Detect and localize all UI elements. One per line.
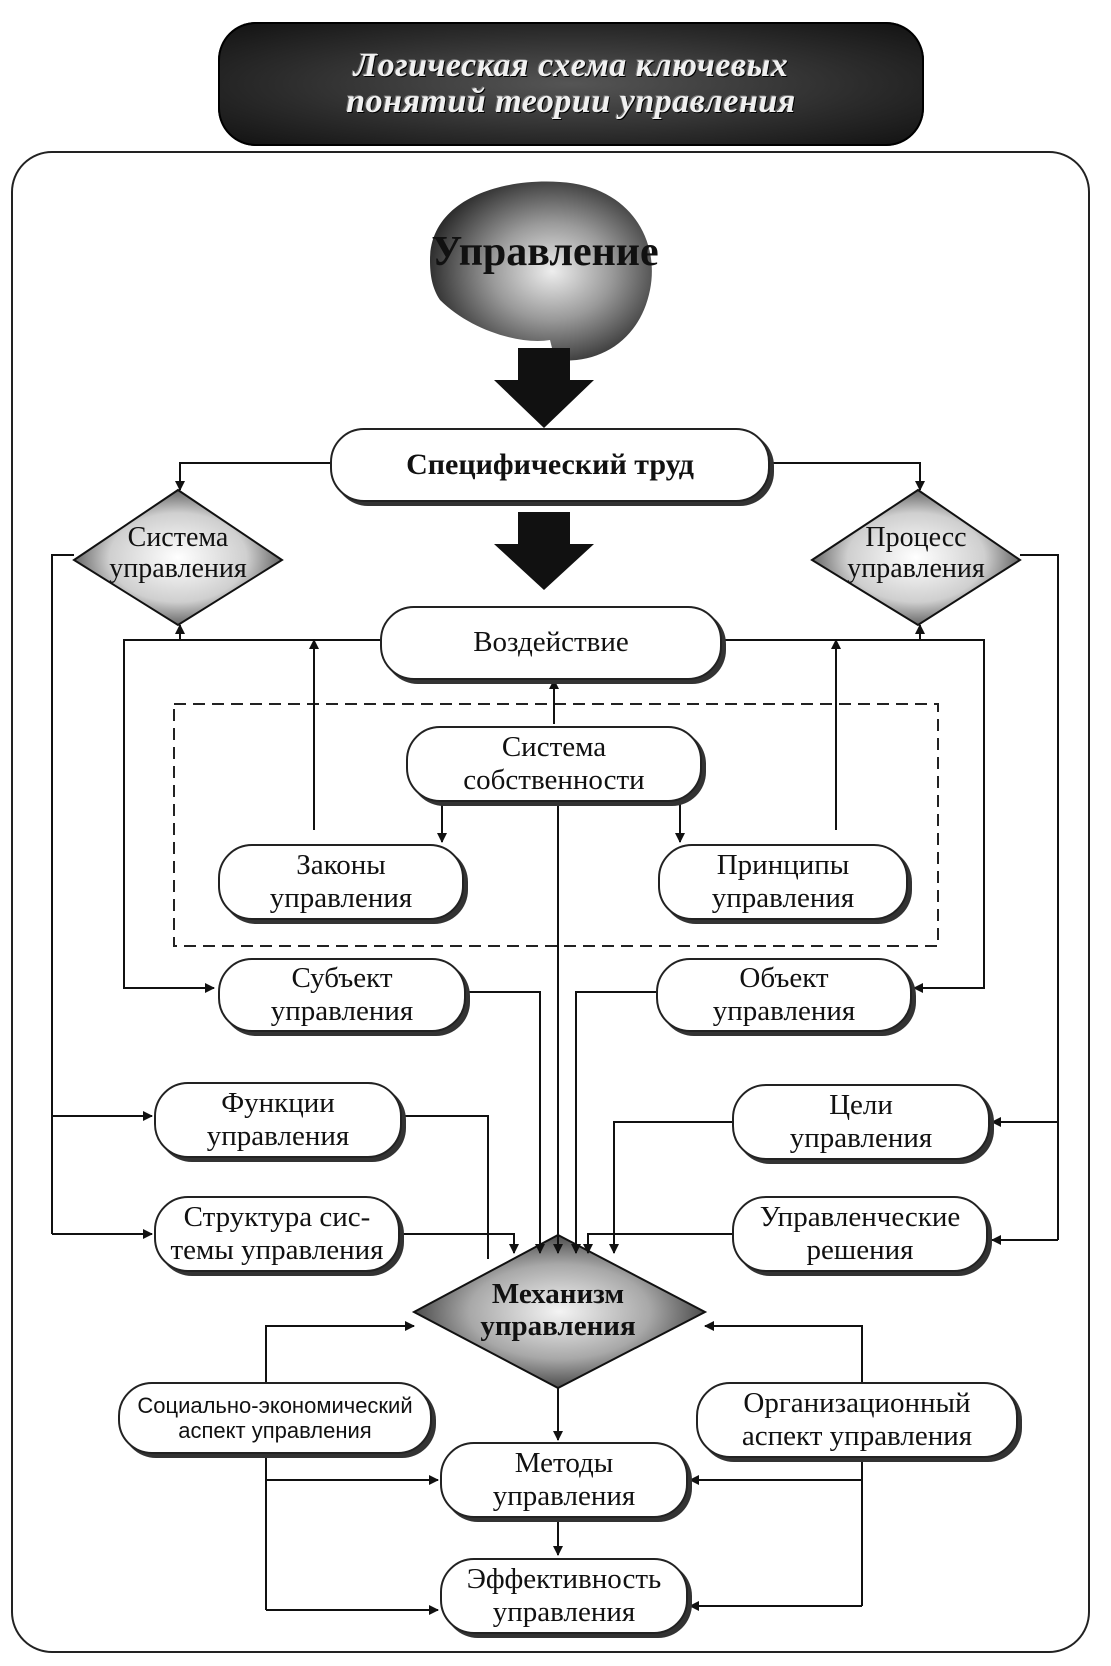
line-structure-to-mechanism (400, 1233, 519, 1254)
structure-node: Структура сис- темы управления (154, 1196, 400, 1272)
laws-node: Законы управления (218, 844, 464, 920)
subject-node: Субъект управления (218, 958, 466, 1032)
org-line-2: аспект управления (741, 1420, 973, 1452)
decisions-line-1: Управленческие (759, 1200, 961, 1233)
control-process-line-1: Процесс (865, 522, 967, 553)
mechanism-label: Механизм управления (444, 1278, 672, 1343)
dashed-region (173, 703, 939, 947)
control-process-label: Процесс управления (826, 522, 1006, 585)
line-system-spine (51, 554, 74, 1234)
line-subject-to-mechanism (466, 991, 545, 1254)
decisions-node: Управленческие решения (732, 1196, 988, 1272)
decisions-line-2: решения (806, 1234, 914, 1266)
efficiency-line-1: Эффективность (466, 1562, 662, 1595)
laws-line-2: управления (269, 882, 413, 914)
line-impact-left (123, 639, 380, 993)
line-process-spine (1020, 554, 1059, 1240)
org-line-1: Организационный (743, 1386, 971, 1419)
impact-node: Воздействие (380, 606, 722, 680)
principles-line-1: Принципы (716, 848, 850, 881)
socio-line-1: Социально-экономический (137, 1392, 413, 1418)
object-line-2: управления (712, 995, 856, 1027)
subject-line-2: управления (270, 995, 414, 1027)
functions-line-2: управления (206, 1120, 350, 1152)
functions-node: Функции управления (154, 1082, 402, 1158)
outer-frame (11, 151, 1090, 1653)
main-concept-blob (430, 181, 652, 361)
control-process-line-2: управления (847, 553, 985, 585)
socio-line-2: аспект управления (178, 1418, 372, 1443)
efficiency-node: Эффективность управления (440, 1558, 688, 1634)
line-socio-to-mechanism (265, 1321, 415, 1382)
ownership-line-2: собственности (463, 764, 645, 796)
line-decisions-to-mechanism (583, 1233, 732, 1254)
methods-line-2: управления (492, 1480, 636, 1512)
line-impact-right (722, 639, 985, 993)
ownership-line-1: Система (501, 730, 607, 763)
title-line-1: Логическая схема ключевых (353, 47, 789, 85)
ownership-system-node: Система собственности (406, 726, 702, 802)
specific-labor-node: Специфический труд (330, 428, 770, 502)
mechanism-line-2: управления (480, 1310, 636, 1343)
down-arrow-1 (494, 348, 594, 428)
principles-node: Принципы управления (658, 844, 908, 920)
line-org-to-mechanism (704, 1321, 863, 1386)
organizational-node: Организационный аспект управления (696, 1382, 1018, 1458)
control-system-label: Система управления (88, 522, 268, 585)
line-goals-to-mechanism (609, 1121, 732, 1254)
title-line-2: понятий теории управления (346, 83, 796, 120)
down-arrow-2 (494, 512, 594, 590)
mechanism-line-1: Механизм (491, 1278, 625, 1310)
functions-line-1: Функции (221, 1086, 335, 1119)
object-node: Объект управления (656, 958, 912, 1032)
line-object-to-mechanism (571, 991, 656, 1254)
methods-node: Методы управления (440, 1442, 688, 1518)
line-labor-to-process (770, 462, 925, 491)
line-functions-to-mechanism (402, 1115, 489, 1259)
methods-line-1: Методы (514, 1446, 614, 1479)
subject-line-1: Субъект (291, 961, 393, 994)
efficiency-line-2: управления (492, 1596, 636, 1628)
socio-economic-node: Социально-экономический аспект управлени… (118, 1382, 432, 1454)
main-concept-label: Управление (431, 229, 659, 275)
impact-label: Воздействие (473, 626, 629, 659)
structure-line-2: темы управления (170, 1234, 384, 1266)
goals-node: Цели управления (732, 1084, 990, 1160)
principles-line-2: управления (711, 882, 855, 914)
line-labor-to-system (175, 462, 330, 491)
object-line-1: Объект (739, 961, 829, 994)
goals-line-2: управления (789, 1122, 933, 1154)
specific-labor-label: Специфический труд (406, 447, 694, 481)
control-system-line-1: Система (127, 522, 229, 553)
title-banner: Логическая схема ключевых понятий теории… (218, 22, 924, 146)
control-system-line-2: управления (109, 553, 247, 585)
goals-line-1: Цели (829, 1088, 893, 1121)
laws-line-1: Законы (296, 848, 386, 881)
structure-line-1: Структура сис- (183, 1200, 371, 1233)
